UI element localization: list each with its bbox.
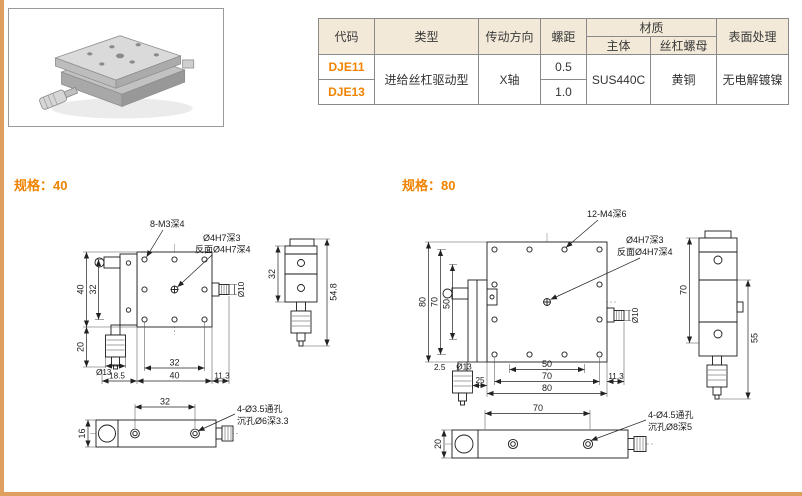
page-edge-left [0, 0, 4, 496]
page-edge-bottom [0, 492, 802, 496]
spec80-dim-height-overall: 80 [418, 297, 428, 307]
spec80-dim-height-inner: 50 [442, 299, 452, 309]
spec40-dim-side-width: 32 [267, 269, 277, 279]
table-row: DJE11 进给丝杠驱动型 X轴 0.5 SUS440C 黄铜 无电解镀镍 [318, 54, 789, 105]
cell-type: 进给丝杠驱动型 [374, 54, 479, 105]
spec40-dim-handle-diameter: Ø10 [237, 281, 246, 297]
spec40-micrometer-assembly [94, 253, 138, 370]
spec80-callout-through-hole: 4-Ø4.5通孔 [648, 410, 694, 420]
col-header-body: 主体 [586, 36, 651, 55]
spec80-bottom-view [445, 429, 655, 459]
spec80-dim-base-hole-pitch: 70 [533, 403, 543, 413]
col-header-pitch: 螺距 [540, 18, 587, 55]
spec80-dim-base-height: 20 [433, 439, 443, 449]
spec80-dim-width-holes: 70 [542, 371, 552, 381]
spec40-dim-base-hole-pitch: 32 [160, 397, 170, 407]
spec40-callout-pin-back: 反面Ø4H7深4 [195, 245, 251, 255]
spec40-callout-thread: 8-M3深4 [150, 219, 185, 229]
spec80-dim-width-overall: 80 [542, 383, 552, 393]
table-row: DJE13 1.0 [318, 79, 789, 105]
col-header-direction: 传动方向 [478, 18, 541, 55]
photo-micrometer-knob [39, 86, 79, 110]
spec80-callout-thread: 12-M4深6 [587, 209, 627, 219]
spec80-dim-height-holes: 70 [430, 297, 440, 307]
spec40-dim-knob-offset: 18.5 [109, 372, 125, 381]
spec-table-wrap: 代码 类型 传动方向 螺距 材质 表面处理 主体 丝杠螺母 DJE11 进给丝杠… [318, 18, 789, 105]
spec40-dim-height-holes: 32 [88, 284, 98, 294]
spec80-side-view [698, 230, 744, 400]
spec40-callout-counterbore: 沉孔Ø6深3.3 [237, 416, 289, 426]
spec80-dim-width-inner: 50 [542, 359, 552, 369]
cell-direction: X轴 [478, 54, 541, 105]
spec80-dim-handle-extension: 11.3 [608, 372, 624, 381]
spec80-title: 规格：80 [402, 178, 456, 193]
cell-surface: 无电解镀镍 [716, 54, 789, 105]
spec40-callout-through-hole: 4-Ø3.5通孔 [237, 404, 283, 414]
cell-body: SUS440C [586, 54, 651, 105]
cell-pitch-2: 1.0 [540, 79, 587, 105]
spec80-dim-side-height: 55 [750, 333, 760, 343]
spec40-dim-width-overall: 40 [169, 371, 179, 381]
product-photo-frame [8, 8, 224, 127]
spec40-dim-height-overall: 40 [76, 284, 86, 294]
spec80-drawing: 12-M4深6 Ø4H7深3 反面Ø4H7深4 80 70 50 2.5 Ø13… [418, 209, 760, 459]
spec80-callout-counterbore: 沉孔Ø8深5 [648, 422, 692, 432]
product-table: 代码 类型 传动方向 螺距 材质 表面处理 主体 丝杠螺母 DJE11 进给丝杠… [318, 18, 789, 105]
spec80-dim-knob-offset: 25 [475, 376, 485, 385]
spec40-dim-knob-diameter: Ø13 [96, 368, 112, 377]
spec80-dim-side-width: 70 [679, 285, 689, 295]
cell-code-2: DJE13 [318, 79, 375, 105]
spec40-callout-pin-front: Ø4H7深3 [203, 233, 241, 243]
spec80-callout-pin-back: 反面Ø4H7深4 [617, 247, 673, 257]
col-header-surface: 表面处理 [716, 18, 789, 55]
spec40-dim-width-holes: 32 [169, 358, 179, 368]
spec80-callout-pin-front: Ø4H7深3 [626, 235, 664, 245]
spec80-dim-edge-offset: 2.5 [434, 363, 446, 372]
spec40-dim-base-height: 16 [77, 428, 87, 438]
spec40-title: 规格：40 [14, 178, 68, 193]
col-header-material: 材质 [586, 18, 717, 37]
spec40-side-view [284, 238, 318, 347]
spec40-dim-side-height: 54.8 [329, 283, 339, 301]
col-header-type: 类型 [374, 18, 479, 55]
spec80-front-view [479, 233, 625, 371]
cell-nut: 黄铜 [650, 54, 717, 105]
cell-pitch-1: 0.5 [540, 54, 587, 80]
spec40-drawing: 8-M3深4 Ø4H7深3 反面Ø4H7深4 40 32 20 Ø13 18.5… [76, 219, 339, 448]
spec80-micrometer-assembly [442, 279, 488, 406]
technical-drawings: 8-M3深4 Ø4H7深3 反面Ø4H7深4 40 32 20 Ø13 18.5… [76, 209, 760, 459]
spec40-front-view [129, 244, 230, 335]
cell-code-1: DJE11 [318, 54, 375, 80]
spec80-dim-knob-diameter: Ø13 [456, 363, 472, 372]
product-photo [39, 35, 195, 119]
spec40-dim-handle-extension: 11.3 [214, 372, 230, 381]
col-header-code: 代码 [318, 18, 375, 55]
col-header-nut: 丝杠螺母 [650, 36, 717, 55]
spec40-dim-height-micrometer: 20 [76, 342, 86, 352]
spec80-dim-handle-diameter: Ø10 [631, 307, 640, 323]
spec40-bottom-view [90, 419, 240, 448]
